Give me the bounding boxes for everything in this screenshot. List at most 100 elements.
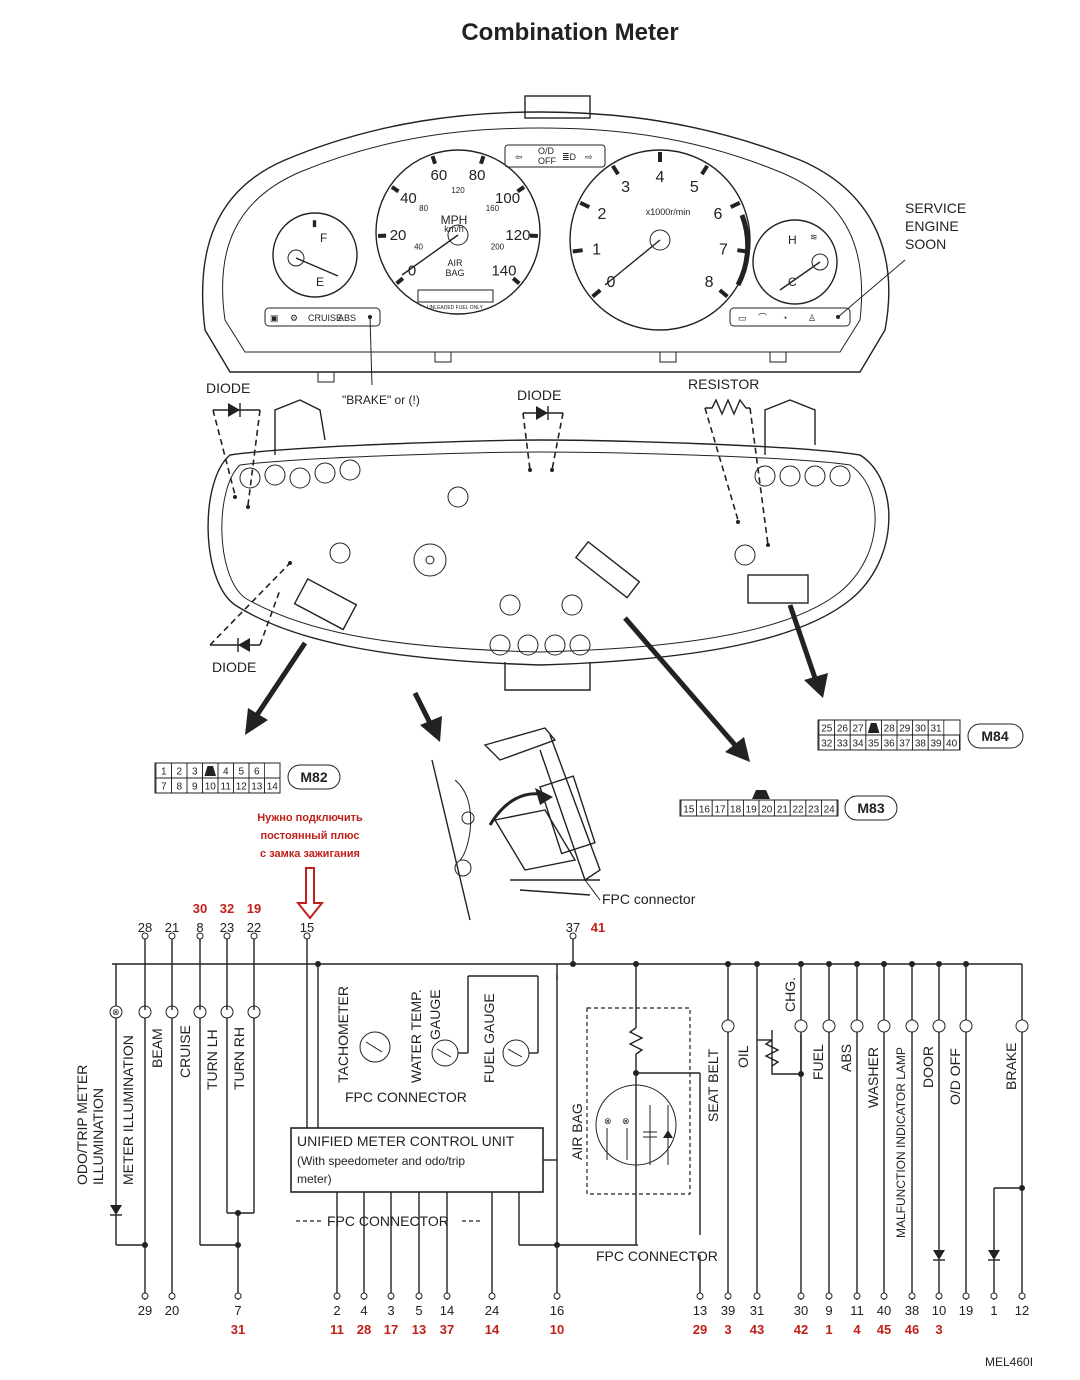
tacho-tick-mark bbox=[737, 248, 748, 254]
lamp-label-turn-lh: TURN LH bbox=[204, 1029, 220, 1090]
bottom-pin-number: 39 bbox=[721, 1303, 735, 1318]
bottom-pin-number: 31 bbox=[750, 1303, 764, 1318]
lamp-label-od-off: O/D OFF bbox=[947, 1048, 963, 1105]
bottom-pin-red-number: 10 bbox=[550, 1322, 564, 1337]
connector-cell bbox=[821, 799, 838, 817]
seatbelt-icon: ♙ bbox=[808, 313, 816, 323]
connector-pin-number: 4 bbox=[223, 767, 229, 778]
bottom-pin-red-number: 29 bbox=[693, 1322, 707, 1337]
bottom-pin-red-number: 17 bbox=[384, 1322, 398, 1337]
lamp-label-odo-trip: ODO/TRIP METER bbox=[74, 1065, 90, 1185]
bottom-pin-number: 10 bbox=[932, 1303, 946, 1318]
coolant-icon: ≋ bbox=[810, 232, 818, 242]
fpc-connector-top-label: FPC CONNECTOR bbox=[345, 1089, 467, 1105]
speed-tick-mph: 120 bbox=[505, 227, 530, 244]
pin-terminal bbox=[168, 932, 176, 940]
top-pin-number: 22 bbox=[247, 920, 261, 935]
led-icon-2: ⊗ bbox=[622, 1116, 630, 1126]
fuel-icon: ▣ bbox=[270, 313, 279, 323]
pin-terminal bbox=[223, 932, 231, 940]
bottom-pin-number: 30 bbox=[794, 1303, 808, 1318]
connector-pin-number: 38 bbox=[915, 739, 927, 750]
bottom-pin-number: 12 bbox=[1015, 1303, 1029, 1318]
top-pin-number: 23 bbox=[220, 920, 234, 935]
bottom-pin-red-number: 43 bbox=[750, 1322, 764, 1337]
top-pin-number: 28 bbox=[138, 920, 152, 935]
top-pin-red-number: 19 bbox=[247, 901, 261, 916]
bottom-pin-red-number: 46 bbox=[905, 1322, 919, 1337]
top-pin-red-number: 41 bbox=[591, 920, 605, 935]
lamp-label-washer: WASHER bbox=[865, 1047, 881, 1108]
top-pin-number: 8 bbox=[196, 920, 203, 935]
oil-icon: ⌒ bbox=[758, 313, 767, 323]
led-icon-1: ⊗ bbox=[604, 1116, 612, 1126]
speed-unit-sub: km/h bbox=[444, 224, 464, 234]
connector-pin-number: 6 bbox=[254, 767, 260, 778]
speed-tick-mph: 0 bbox=[408, 263, 416, 280]
connector-pin-number: 13 bbox=[251, 782, 263, 793]
pin-terminal bbox=[724, 1292, 732, 1300]
bottom-pin-number: 11 bbox=[850, 1303, 864, 1318]
lamp-label-abs: ABS bbox=[838, 1044, 854, 1072]
connector-pin-number: 39 bbox=[930, 739, 942, 750]
speed-tick-kmh: 200 bbox=[491, 242, 505, 251]
bottom-pin-red-number: 42 bbox=[794, 1322, 808, 1337]
top-pin-number: 15 bbox=[300, 920, 314, 935]
speedometer: MPH km/h AIR BAG UNLEADED FUEL ONLY 0204… bbox=[375, 149, 541, 315]
right-lamps bbox=[721, 961, 1029, 1300]
speed-tick-mark bbox=[390, 185, 400, 194]
speed-tick-mark bbox=[395, 276, 405, 285]
bottom-pin-red-number: 1 bbox=[825, 1322, 832, 1337]
connector-pin-number: 36 bbox=[884, 739, 896, 750]
resistor-label: RESISTOR bbox=[688, 376, 759, 392]
pin-terminal bbox=[935, 1292, 943, 1300]
connector-key-icon bbox=[204, 766, 216, 776]
service-engine-soon-line2: ENGINE bbox=[905, 218, 959, 234]
pin-terminal bbox=[141, 932, 149, 940]
bottom-pin-red-number: 14 bbox=[485, 1322, 500, 1337]
bottom-pin-red-number: 11 bbox=[330, 1322, 344, 1337]
airbag-warning-top: AIR bbox=[447, 258, 463, 268]
pin-terminal bbox=[360, 1292, 368, 1300]
connector-pin-number: 7 bbox=[161, 782, 167, 793]
lamp-label-chg: CHG. bbox=[782, 977, 798, 1012]
speed-tick-kmh: 120 bbox=[451, 186, 465, 195]
cruise-indicator: CRUISE bbox=[308, 313, 342, 323]
pin-terminal bbox=[753, 1292, 761, 1300]
bottom-pin-number: 3 bbox=[387, 1303, 394, 1318]
gauge-label-tachometer: TACHOMETER bbox=[335, 986, 351, 1083]
bottom-pin-number: 16 bbox=[550, 1303, 564, 1318]
bottom-pin-number: 9 bbox=[825, 1303, 832, 1318]
annotation-line-2: постоянный плюс bbox=[260, 830, 359, 842]
connector-pin-number: 21 bbox=[777, 805, 789, 816]
annotation-line-1: Нужно подключить bbox=[257, 812, 363, 824]
tacho-unit: x1000r/min bbox=[646, 207, 691, 217]
pin-terminal bbox=[141, 1292, 149, 1300]
connector-pin-number: 34 bbox=[852, 739, 864, 750]
figure-code: MEL460I bbox=[985, 1355, 1033, 1369]
tacho-tick: 0 bbox=[607, 274, 616, 291]
connector-pin-number: 12 bbox=[236, 782, 248, 793]
connector-pin-number: 3 bbox=[192, 767, 198, 778]
diode-label-top-left: DIODE bbox=[206, 380, 250, 396]
fuel-gauge: F E ▮ bbox=[272, 212, 358, 298]
pin-terminal bbox=[908, 1292, 916, 1300]
bottom-pin-red-number: 3 bbox=[935, 1322, 942, 1337]
connector-pin-number: 19 bbox=[746, 805, 758, 816]
fuel-pump-icon: ▮ bbox=[312, 218, 317, 228]
airbag-warning-bottom: BAG bbox=[445, 268, 464, 278]
speed-tick-mark bbox=[479, 155, 486, 165]
connector-pin-number: 18 bbox=[730, 805, 742, 816]
connector-pin-number: 25 bbox=[821, 724, 833, 735]
speed-tick-mph: 100 bbox=[495, 190, 520, 207]
speed-tick-mph: 60 bbox=[431, 167, 448, 184]
brake-callout: "BRAKE" or (!) bbox=[342, 393, 420, 407]
od-off-indicator-top: O/D bbox=[538, 146, 555, 156]
speed-tick-mark bbox=[511, 276, 521, 285]
connector-pin-number: 14 bbox=[267, 782, 279, 793]
speed-tick-kmh: 160 bbox=[486, 204, 500, 213]
down-arrow-icon bbox=[295, 867, 325, 920]
